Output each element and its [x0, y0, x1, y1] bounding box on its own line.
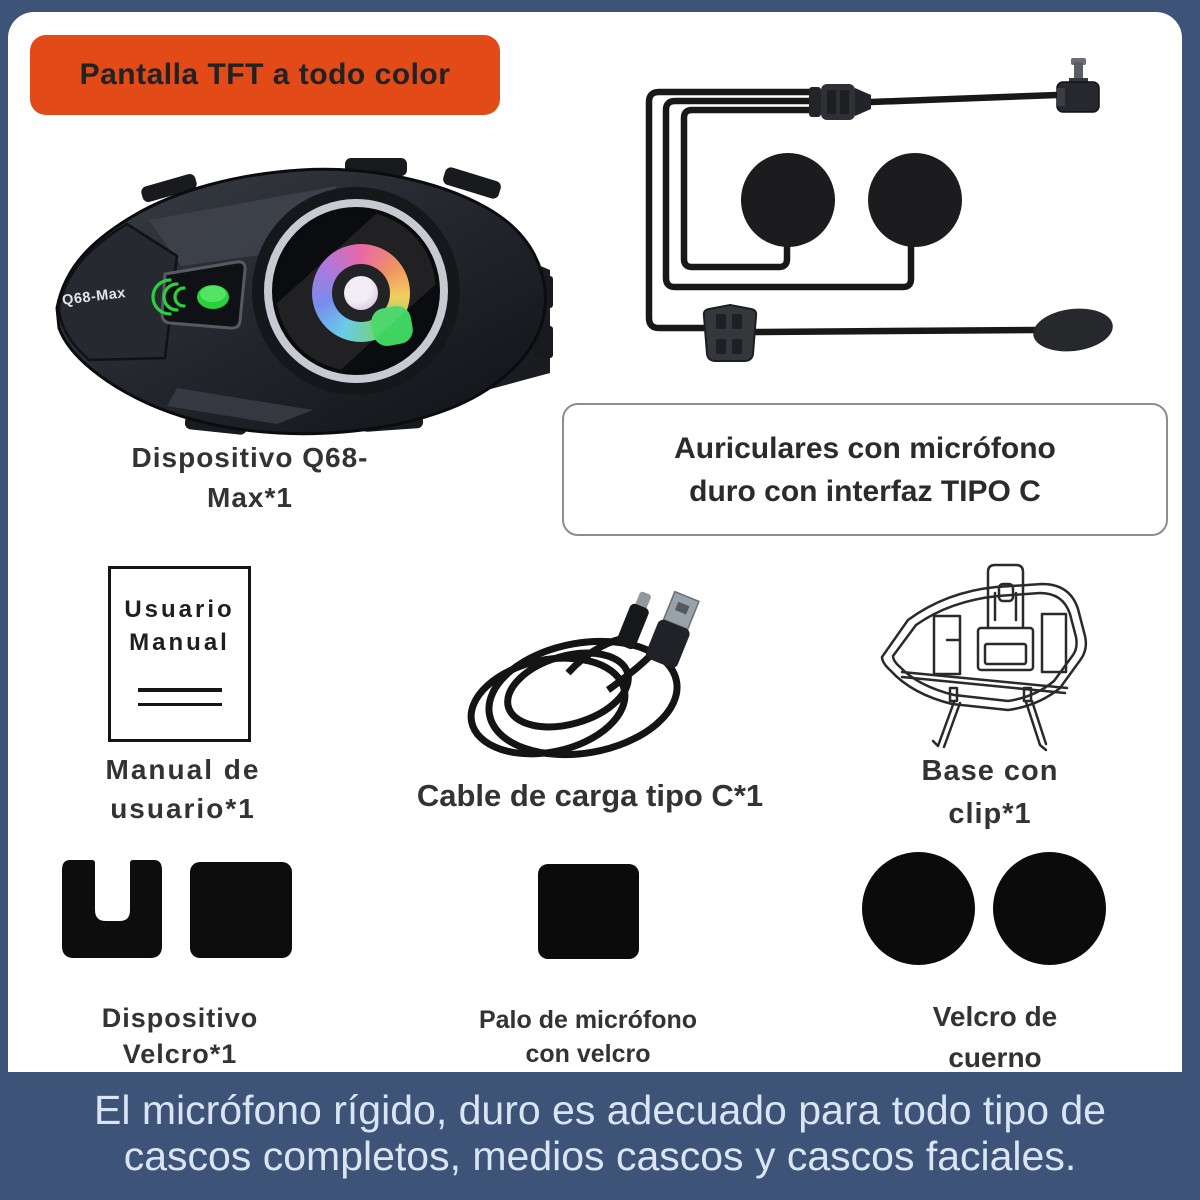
velcro-square	[190, 862, 292, 958]
manual-caption-line2: usuario*1	[110, 793, 256, 824]
speaker-right	[868, 153, 962, 247]
mic-velcro-caption: Palo de micrófono con velcro	[458, 1003, 718, 1071]
base-outline	[880, 582, 1088, 712]
horn-velcro-right	[993, 852, 1106, 965]
velcro-device-caption-line1: Dispositivo	[101, 1003, 259, 1033]
user-manual-icon: Usuario Manual	[108, 566, 251, 742]
base-prong-right	[1024, 699, 1048, 752]
device-caption: Dispositivo Q68- Max*1	[55, 438, 445, 518]
device-logo-center	[344, 276, 378, 310]
headset-label-line2: duro con interfaz TIPO C	[689, 474, 1041, 508]
headset-label-line1: Auriculares con micrófono	[674, 431, 1056, 465]
charging-cable-illustration	[467, 590, 700, 759]
mic-clip	[702, 303, 758, 362]
mic-velcro-square	[538, 864, 639, 959]
horn-velcro-caption: Velcro de cuerno	[890, 996, 1100, 1078]
type-c-plug	[1056, 58, 1100, 113]
mic-velcro-caption-line1: Palo de micrófono	[478, 1006, 698, 1034]
velcro-device-caption-line2: Velcro*1	[122, 1039, 238, 1069]
headset-cables	[645, 88, 1061, 336]
headset-label-box: Auriculares con micrófono duro con inter…	[562, 403, 1168, 536]
manual-caption: Manual de usuario*1	[78, 750, 288, 828]
base-caption-line2: clip*1	[948, 798, 1032, 830]
device-caption-line1: Dispositivo Q68-	[131, 442, 369, 473]
feature-badge-label: Pantalla TFT a todo color	[79, 58, 451, 91]
horn-velcro-left	[862, 852, 975, 965]
footer-line2: cascos completos, medios cascos y cascos…	[123, 1133, 1077, 1179]
manual-rule-2	[137, 702, 222, 706]
base-caption-line1: Base con	[921, 755, 1059, 787]
footer-band: El micrófono rígido, duro es adecuado pa…	[0, 1072, 1200, 1200]
clip-tower	[986, 563, 1025, 589]
mic-velcro-caption-line2: con velcro	[525, 1040, 651, 1068]
headset-illustration	[645, 58, 1113, 362]
base-caption: Base con clip*1	[880, 750, 1100, 836]
manual-caption-line1: Manual de	[105, 754, 261, 785]
cable-splitter	[809, 84, 871, 120]
display-reflection	[276, 211, 436, 371]
device-display	[276, 211, 436, 371]
sound-wave-icon	[173, 286, 186, 308]
velcro-u-shape	[62, 860, 162, 958]
manual-cover-line2: Manual	[129, 629, 230, 656]
cable-connectors	[616, 590, 700, 668]
horn-velcro-caption-line2: cuerno	[948, 1042, 1042, 1073]
manual-cover-line1: Usuario	[124, 596, 235, 623]
base-prong-left	[931, 700, 962, 749]
base-clip-illustration	[880, 563, 1088, 752]
horn-velcro-caption-line1: Velcro de	[932, 1001, 1058, 1032]
feature-badge: Pantalla TFT a todo color	[30, 35, 500, 115]
velcro-device-caption: Dispositivo Velcro*1	[70, 1000, 290, 1072]
cable-caption: Cable de carga tipo C*1	[416, 778, 764, 813]
speaker-left	[741, 153, 835, 247]
manual-rule-1	[137, 688, 222, 692]
footer-line1: El micrófono rígido, duro es adecuado pa…	[94, 1087, 1106, 1133]
boom-microphone	[1033, 308, 1113, 352]
device-caption-line2: Max*1	[207, 482, 293, 513]
